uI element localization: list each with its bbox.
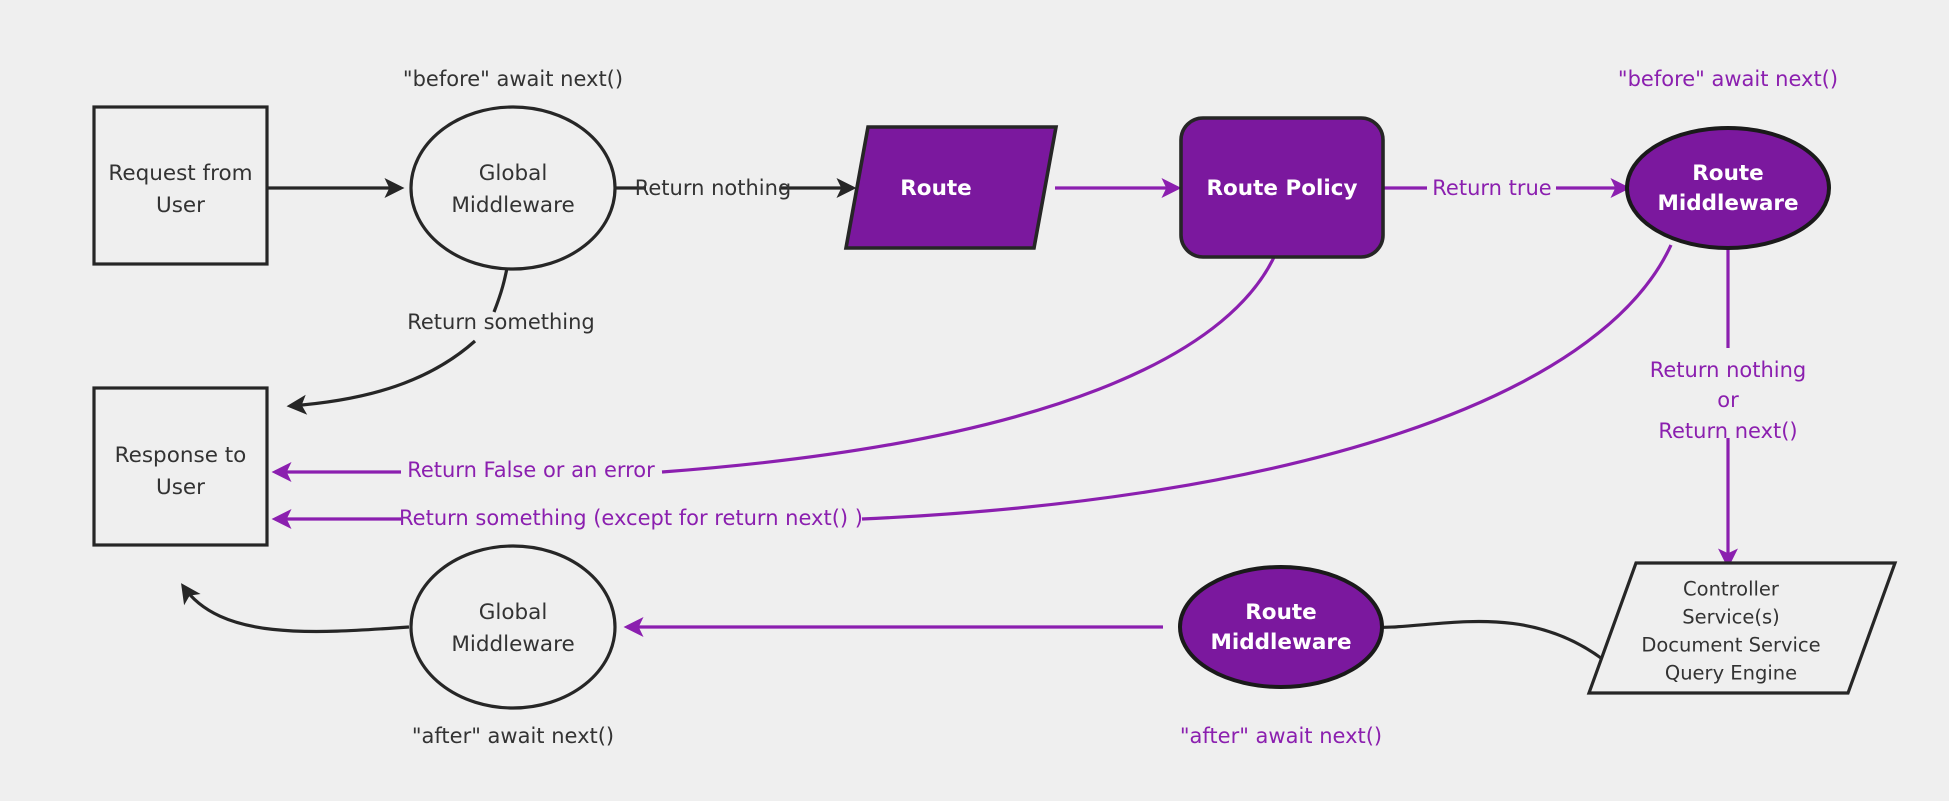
annotation-after-await-next-left: "after" await next() — [412, 724, 614, 748]
response-to-user-label-line1: Response to — [115, 443, 247, 468]
edge-global-middleware-to-response — [286, 339, 477, 415]
response-to-user-shape — [92, 386, 269, 547]
controller-services-shape — [1586, 561, 1898, 695]
annotation-after-await-next-right: "after" await next() — [1180, 724, 1382, 748]
global-middleware-bottom-shape — [409, 544, 617, 710]
node-global-middleware-bottom[interactable]: Global Middleware — [409, 544, 617, 710]
route-label: Route — [900, 176, 972, 201]
global-middleware-bottom-label-line2: Middleware — [451, 632, 574, 657]
edge-route-middleware-to-response-curve — [861, 244, 1673, 521]
request-from-user-label-line2: User — [156, 193, 205, 218]
node-controller-services[interactable]: Controller Service(s) Document Service Q… — [1586, 561, 1898, 695]
edge-controller-to-route-middleware-bottom — [1358, 618, 1606, 663]
node-route[interactable]: Route — [843, 125, 1059, 250]
edge-label-return-nothing-or-next-line1: Return nothing — [1650, 358, 1807, 382]
response-to-user-label-line2: User — [156, 475, 205, 500]
controller-label-line4: Query Engine — [1665, 662, 1797, 685]
route-policy-shape — [1179, 116, 1385, 259]
node-route-policy[interactable]: Route Policy — [1179, 116, 1385, 259]
edge-label-return-false-or-error: Return False or an error — [407, 458, 655, 482]
controller-label-line2: Service(s) — [1682, 606, 1779, 629]
node-request-from-user[interactable]: Request from User — [92, 105, 269, 266]
edge-label-return-something-except-next: Return something (except for return next… — [399, 506, 863, 530]
edge-label-return-true: Return true — [1432, 176, 1551, 200]
annotation-before-await-next-left: "before" await next() — [403, 67, 623, 91]
edge-label-return-nothing-top: Return nothing — [635, 176, 792, 200]
global-middleware-top-label-line1: Global — [479, 161, 548, 186]
node-global-middleware-top[interactable]: Global Middleware — [409, 105, 617, 271]
route-middleware-bottom-shape — [1178, 565, 1384, 689]
route-middleware-bottom-label-line1: Route — [1245, 600, 1317, 625]
route-middleware-top-label-line1: Route — [1692, 161, 1764, 186]
node-route-middleware-top[interactable]: Route Middleware — [1625, 126, 1831, 250]
route-middleware-bottom-label-line2: Middleware — [1210, 630, 1351, 655]
edge-global-middleware-bottom-to-response — [181, 583, 410, 634]
annotation-before-await-next-right: "before" await next() — [1618, 67, 1838, 91]
node-response-to-user[interactable]: Response to User — [92, 386, 269, 547]
global-middleware-top-shape — [409, 105, 617, 271]
request-from-user-shape — [92, 105, 269, 266]
route-shape — [843, 125, 1059, 250]
node-route-middleware-bottom[interactable]: Route Middleware — [1178, 565, 1384, 689]
controller-label-line3: Document Service — [1641, 634, 1820, 657]
request-from-user-label-line1: Request from — [108, 161, 252, 186]
edge-route-policy-to-response-curve — [661, 239, 1283, 474]
edge-label-return-nothing-or-next-line3: Return next() — [1658, 419, 1797, 443]
controller-label-line1: Controller — [1683, 578, 1780, 601]
global-middleware-bottom-label-line1: Global — [479, 600, 548, 625]
route-policy-label: Route Policy — [1206, 176, 1357, 201]
edge-label-return-nothing-or-next-line2: or — [1717, 388, 1739, 412]
edge-label-return-something-top: Return something — [407, 310, 595, 334]
route-middleware-top-label-line2: Middleware — [1657, 191, 1798, 216]
route-middleware-top-shape — [1625, 126, 1831, 250]
global-middleware-top-label-line2: Middleware — [451, 193, 574, 218]
